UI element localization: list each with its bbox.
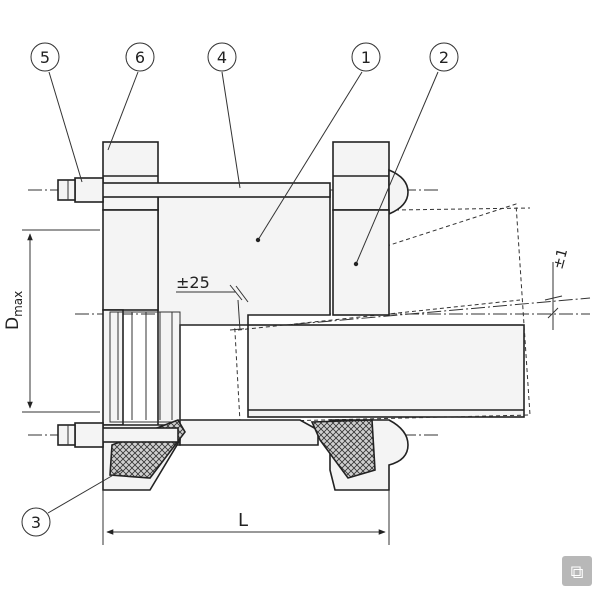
pipe [247, 324, 525, 418]
callout-6: 6 [125, 42, 155, 72]
dmax-label: Dmax [3, 291, 25, 330]
deflection-tick-1 [547, 307, 559, 319]
length-label: L [238, 510, 248, 531]
svg-text:3: 3 [31, 513, 41, 532]
angle-extension [237, 299, 241, 331]
svg-text:1: 1 [361, 48, 371, 67]
deflection-label: ±1 [550, 247, 571, 271]
callout-5: 5 [30, 42, 60, 72]
angle-tick-1 [229, 284, 243, 301]
watermark-logo: ⧉ [562, 556, 592, 586]
right-gasket [310, 419, 376, 479]
callout-3: 3 [21, 507, 51, 537]
svg-text:⧉: ⧉ [571, 562, 584, 583]
pipe-deflected-outline [232, 203, 531, 423]
leader-5 [48, 71, 83, 183]
svg-text:4: 4 [217, 48, 227, 67]
svg-text:2: 2 [439, 48, 449, 67]
deflected-axis-centerline [229, 297, 591, 331]
angle-label: ±25 [176, 273, 210, 292]
svg-text:6: 6 [135, 48, 145, 67]
leader-6 [107, 71, 139, 151]
leader-3 [47, 469, 123, 514]
leader-1 [257, 71, 363, 241]
leader-4 [221, 71, 241, 189]
bottom-bolt [57, 422, 179, 448]
leader-2-dot [353, 261, 359, 267]
leader-1-dot [255, 237, 261, 243]
angle-tick-2 [235, 285, 249, 303]
callout-1: 1 [351, 42, 381, 72]
svg-text:5: 5 [40, 48, 50, 67]
pipe-deflected-upper [394, 207, 531, 211]
deflection-leader-2 [544, 295, 563, 301]
callout-4: 4 [207, 42, 237, 72]
top-bolt [57, 177, 331, 203]
callout-2: 2 [429, 42, 459, 72]
leader-2 [355, 71, 439, 265]
